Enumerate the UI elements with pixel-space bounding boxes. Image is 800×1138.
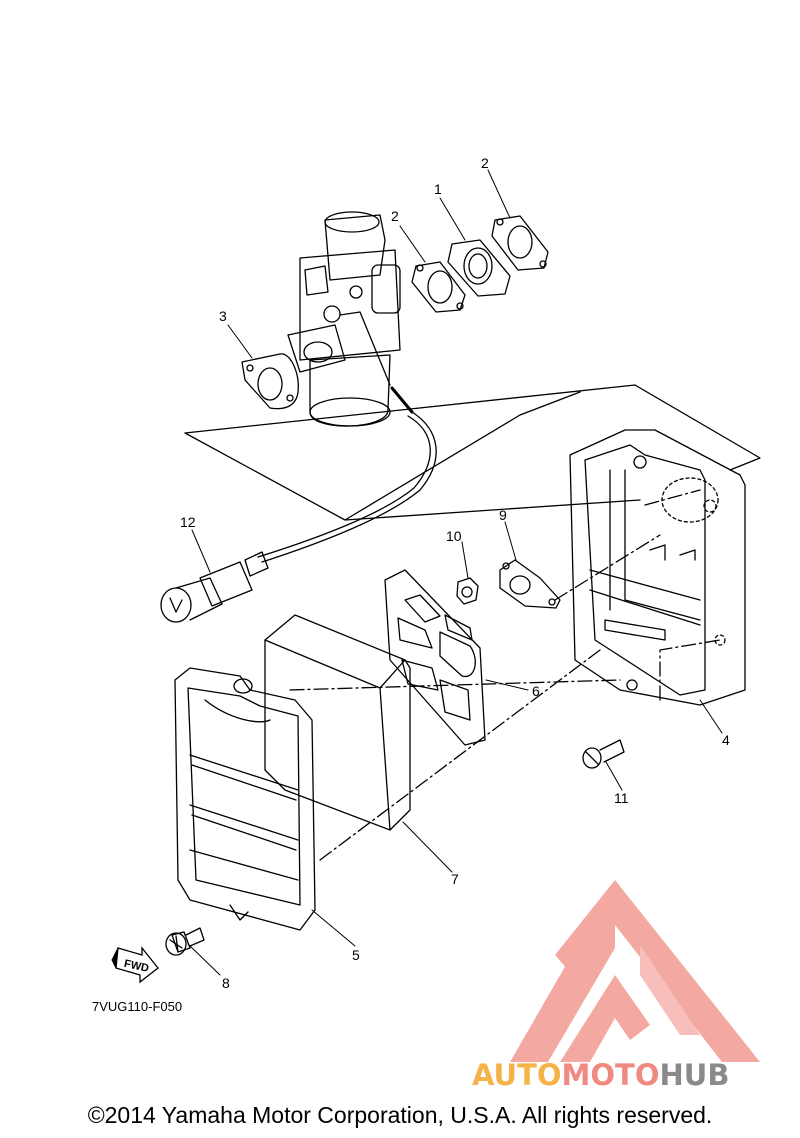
carburetor <box>287 211 414 427</box>
diagram-code: 7VUG110-F050 <box>92 999 182 1014</box>
callout-3: 3 <box>219 308 227 324</box>
choke-knob <box>160 551 269 623</box>
cover-5 <box>174 667 316 931</box>
fwd-label: FWD <box>123 958 150 975</box>
callout-1: 1 <box>434 181 442 197</box>
nut-10 <box>456 577 479 605</box>
assembly-outline <box>184 384 761 521</box>
gasket-2-left <box>411 261 466 313</box>
gasket-3 <box>241 353 299 410</box>
watermark-text: AUTOMOTOHUB <box>472 1058 729 1092</box>
element-7 <box>264 614 411 831</box>
case-dashed-ring <box>661 477 726 646</box>
callout-6: 6 <box>532 683 540 699</box>
choke-cable <box>261 411 437 563</box>
watermark-moto: MOTO <box>561 1058 660 1092</box>
gasket-9 <box>499 559 561 609</box>
insulator-1 <box>447 239 511 297</box>
callout-12: 12 <box>180 514 196 530</box>
callout-5: 5 <box>352 947 360 963</box>
callout-7: 7 <box>451 871 459 887</box>
watermark-hub: HUB <box>659 1058 730 1092</box>
leader-dash-lines <box>289 489 721 861</box>
element-plate-6 <box>384 569 486 746</box>
callout-2b: 2 <box>481 155 489 171</box>
fwd-arrow-icon: FWD <box>111 946 159 984</box>
callout-8: 8 <box>222 975 230 991</box>
choke-cable-inner <box>257 415 431 558</box>
air-cleaner-case <box>569 429 746 706</box>
callout-10: 10 <box>446 528 462 544</box>
callout-2a: 2 <box>391 208 399 224</box>
gasket-2-right <box>491 215 549 271</box>
callout-9: 9 <box>499 507 507 523</box>
watermark-logo-icon <box>510 880 760 1062</box>
copyright-notice: ©2014 Yamaha Motor Corporation, U.S.A. A… <box>87 1102 713 1128</box>
callout-4: 4 <box>722 732 730 748</box>
screw-8 <box>165 927 205 956</box>
bolt-11 <box>582 739 625 769</box>
leader-lines <box>187 169 723 976</box>
callout-11: 11 <box>614 790 629 806</box>
watermark-auto: AUTO <box>472 1058 562 1092</box>
